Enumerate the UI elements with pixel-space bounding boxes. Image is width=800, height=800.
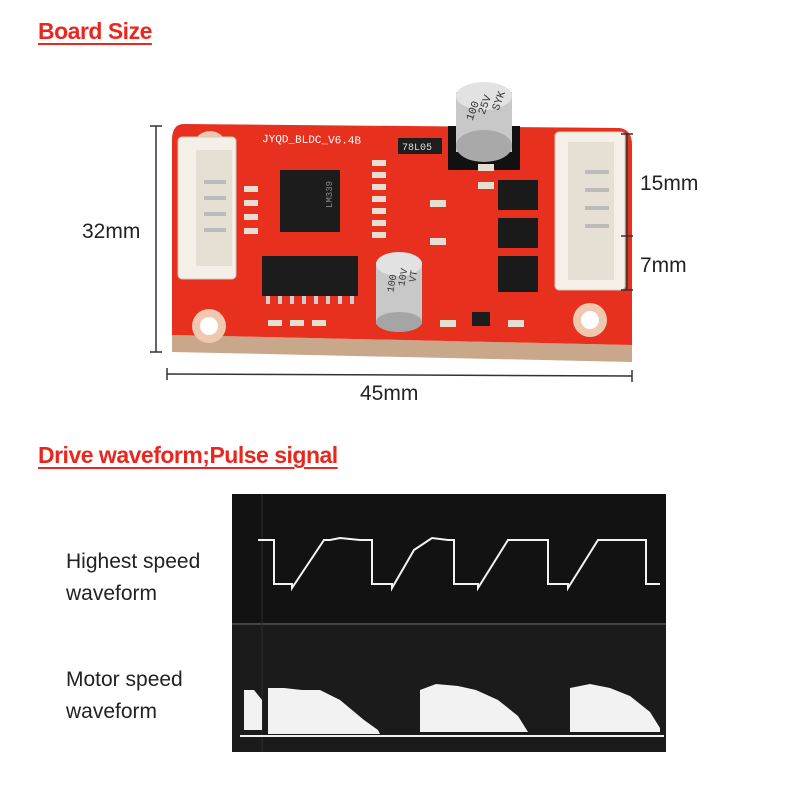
- dimension-connector-top-label: 15mm: [640, 172, 699, 195]
- capacitor-small-line3: VT: [408, 270, 421, 284]
- pcb-edge: [172, 335, 632, 362]
- mosfet-2: [498, 218, 538, 248]
- mosfet-1: [498, 180, 538, 210]
- drive-waveform-heading: Drive waveform;Pulse signal: [38, 442, 338, 468]
- left-connector: [177, 136, 237, 280]
- highest-speed-label-line1: Highest speed: [66, 550, 201, 573]
- controller-chip: [262, 256, 358, 296]
- motor-speed-label: Motor speed waveform: [66, 664, 183, 728]
- regulator-chip: [398, 138, 442, 154]
- smd-resistors: [244, 160, 524, 327]
- dimension-height-line: [150, 125, 162, 353]
- capacitor-large: [448, 82, 520, 170]
- dimension-width-label: 45mm: [360, 382, 419, 405]
- motor-speed-trace: [244, 684, 660, 734]
- dimension-connector-bottom-line: [621, 235, 633, 291]
- motor-speed-label-line1: Motor speed: [66, 668, 183, 691]
- dimension-connector-bottom-label: 7mm: [640, 254, 687, 277]
- mosfet-3: [498, 256, 538, 292]
- dimension-width-line: [166, 368, 633, 382]
- regulator-marking: 78L05: [402, 143, 432, 154]
- pcb-silkscreen-label: JYQD_BLDC_V6.4B: [262, 134, 362, 148]
- board-size-heading: Board Size: [38, 18, 152, 44]
- highest-speed-label: Highest speed waveform: [66, 546, 200, 610]
- capacitor-small-line1: 100: [386, 274, 400, 294]
- capacitor-small: [376, 252, 422, 332]
- comparator-chip: [280, 170, 340, 232]
- motor-speed-label-line2: waveform: [66, 700, 158, 723]
- mounting-hole-bl: [192, 309, 226, 343]
- right-connector: [554, 131, 626, 291]
- mounting-hole-br: [573, 303, 607, 337]
- highest-speed-label-line2: waveform: [66, 582, 158, 605]
- capacitor-small-line2: 10V: [397, 268, 411, 288]
- transistor: [472, 312, 490, 326]
- highest-speed-trace: [258, 536, 660, 592]
- dimension-height-label: 32mm: [82, 220, 141, 243]
- comparator-marking: LM339: [325, 181, 335, 208]
- dimension-connector-top-line: [621, 133, 633, 236]
- controller-pins: [266, 296, 354, 304]
